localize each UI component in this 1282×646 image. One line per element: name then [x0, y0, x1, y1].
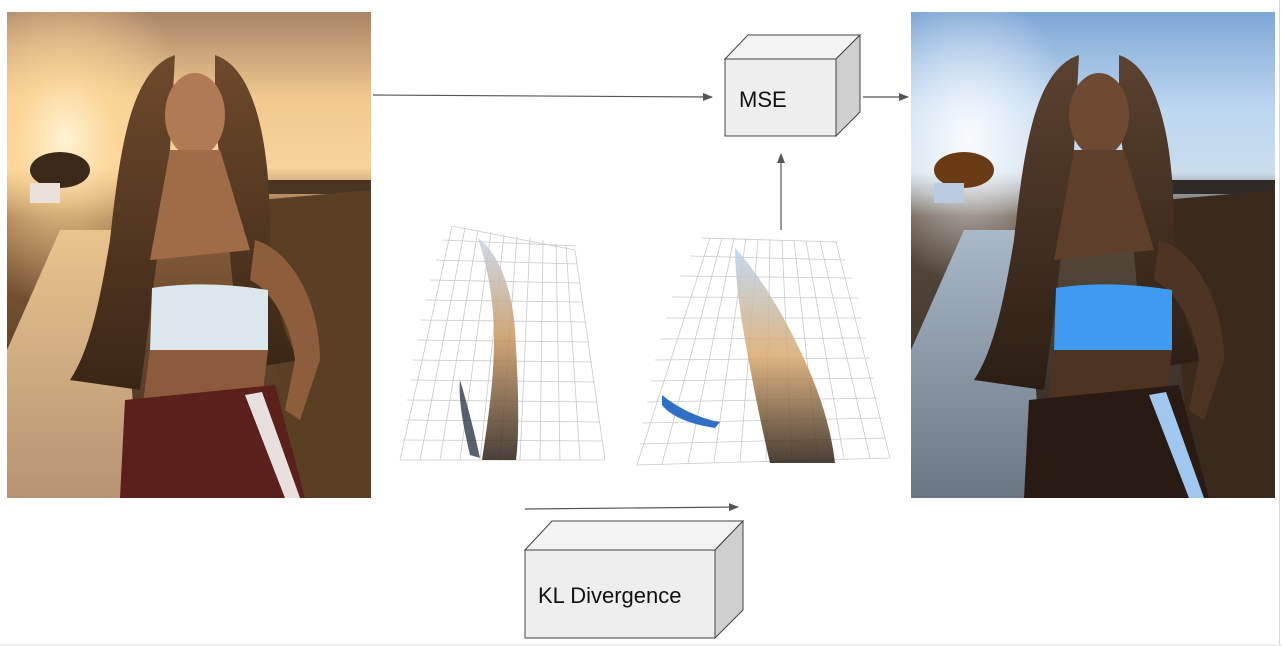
kl-divergence-label: KL Divergence — [538, 583, 681, 608]
kl-divergence-box: KL Divergence — [523, 519, 745, 640]
page-right-border — [1279, 0, 1280, 646]
arrow-input-to-mse — [372, 92, 713, 101]
color-distribution-plot-input — [399, 225, 606, 461]
mse-box: MSE — [723, 33, 862, 138]
arrow-to-kl — [524, 503, 739, 512]
mse-label: MSE — [739, 87, 787, 112]
output-photo — [911, 12, 1275, 498]
page-bottom-border — [0, 644, 1282, 646]
input-photo — [7, 12, 371, 498]
color-distribution-plot-output — [636, 237, 891, 466]
